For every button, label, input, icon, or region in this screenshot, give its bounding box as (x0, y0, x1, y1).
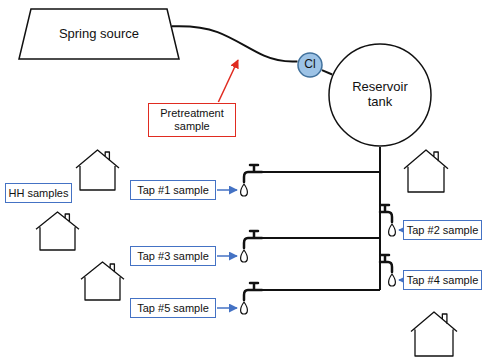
node-label: Cl (304, 58, 315, 72)
tank-circle: Reservoir tank (328, 43, 432, 147)
house-icon (36, 212, 79, 250)
node-label: Tap #4 sample (407, 274, 479, 287)
tap-faucet (380, 255, 392, 272)
node-label: Tap #2 sample (407, 224, 479, 237)
source-shape: Spring source (18, 8, 180, 60)
tap-faucet (380, 205, 392, 222)
sample-arrow (399, 229, 402, 231)
water-drop (389, 224, 396, 236)
node-label: Pretreatment sample (153, 107, 231, 132)
node-label: Tap #5 sample (137, 302, 209, 315)
tap-faucet (244, 165, 262, 182)
chlorinator-circle: Cl (297, 52, 323, 78)
tap-faucet (244, 231, 262, 248)
branch-pipe (262, 172, 380, 290)
sample-box: Tap #5 sample (130, 298, 216, 318)
circle-outline (329, 44, 431, 146)
water-drop (389, 274, 396, 286)
main-pipe (379, 147, 381, 290)
node-label: Spring source (59, 27, 139, 42)
sample-box: Tap #4 sample (403, 270, 482, 290)
house-icon (404, 150, 448, 192)
sample-box: Tap #3 sample (130, 246, 216, 266)
sample-arrow (217, 307, 237, 309)
sample-box: Pretreatment sample (148, 103, 236, 137)
circle-outline (298, 53, 322, 77)
node-label: Tap #1 sample (137, 184, 209, 197)
pipe-connector (322, 70, 332, 74)
sample-arrow (399, 279, 402, 281)
tap-faucet (244, 283, 262, 300)
sample-box: HH samples (5, 183, 72, 203)
sample-box: Tap #1 sample (130, 180, 216, 200)
house-icon (411, 312, 457, 356)
node-label: Tap #3 sample (137, 250, 209, 263)
pipe-connector (172, 26, 298, 61)
sample-arrow (217, 189, 237, 191)
house-icon (81, 262, 124, 300)
water-drop (241, 302, 248, 314)
pretreatment-arrow (218, 60, 238, 102)
source-trapezoid (19, 9, 179, 59)
sample-arrow (217, 255, 237, 257)
water-drop (241, 250, 248, 262)
node-label: HH samples (9, 187, 69, 200)
node-label: Reservoir tank (344, 80, 416, 110)
sample-box: Tap #2 sample (403, 220, 482, 240)
house-icon (76, 150, 119, 190)
water-drop (241, 184, 248, 196)
